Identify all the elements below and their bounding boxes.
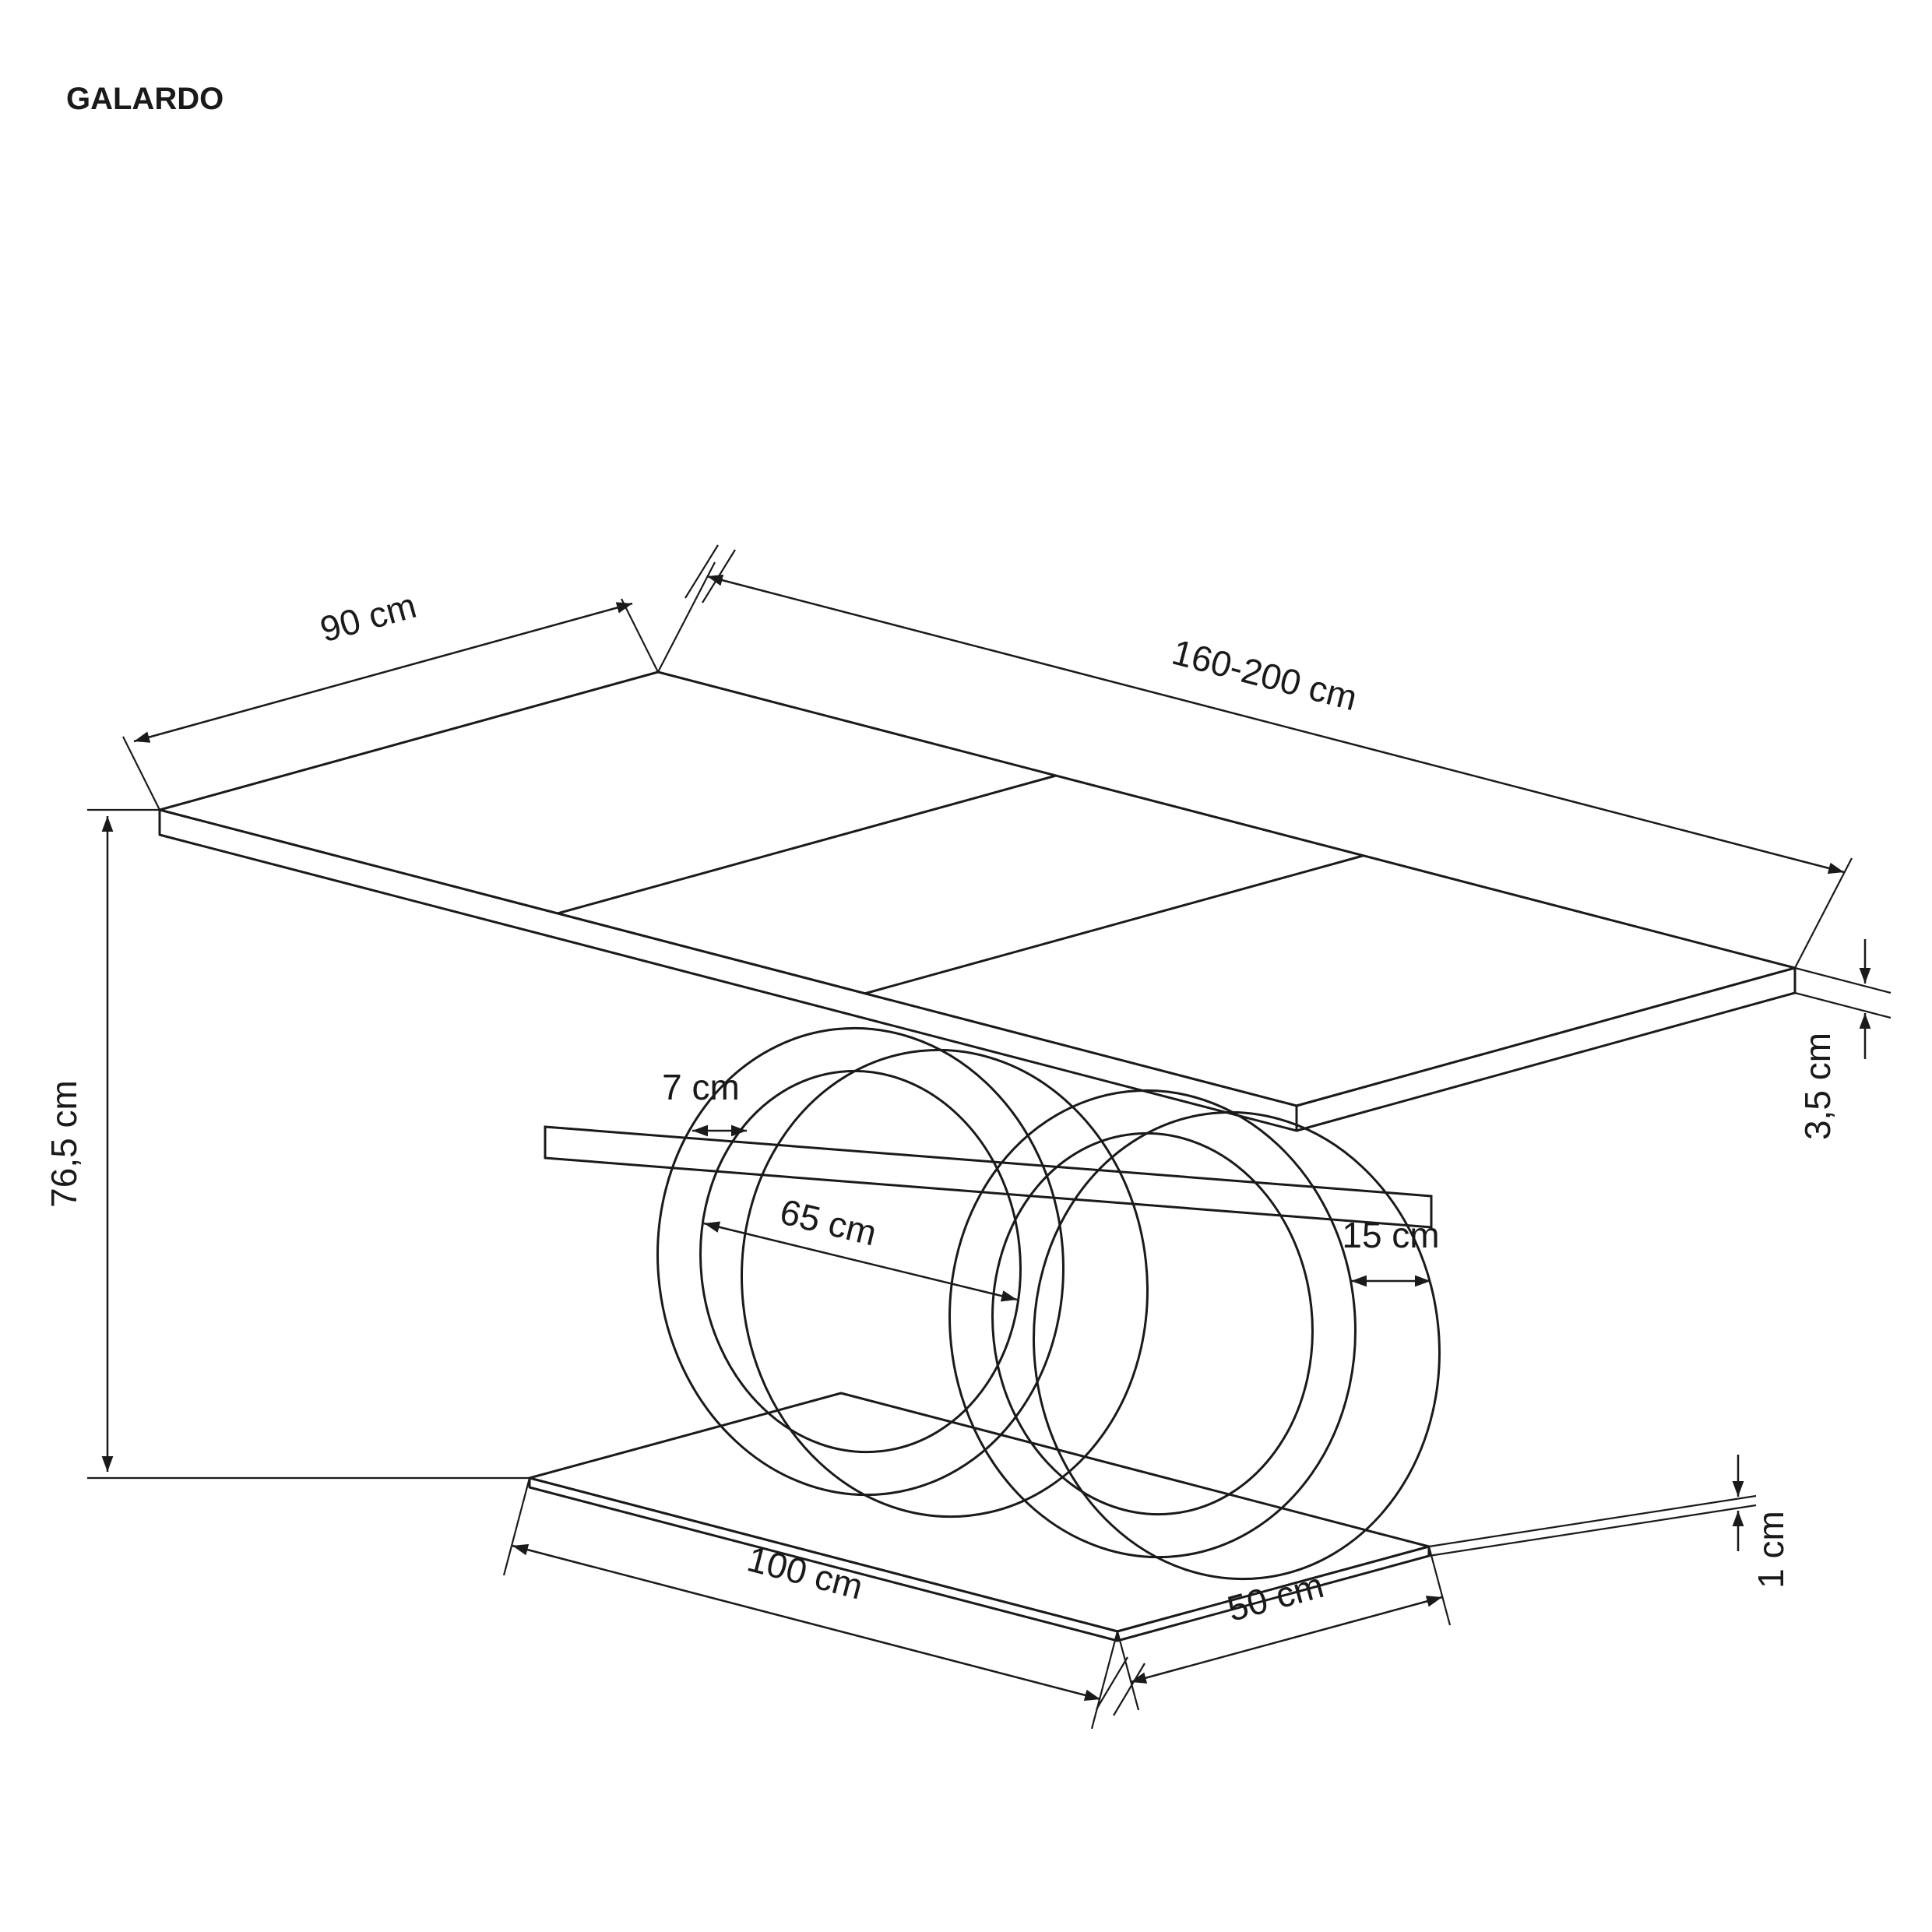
dim-top-length-witness-1 xyxy=(657,561,716,673)
dim-top-length-break-2 xyxy=(702,549,736,604)
dim-top-width-line xyxy=(133,602,633,743)
dim-top-width-witness-2 xyxy=(621,598,659,673)
tabletop-leaf-seam-2 xyxy=(864,854,1364,995)
product-title: GALARDO xyxy=(66,82,223,116)
dim-top-thickness-ext-2 xyxy=(1794,991,1892,1019)
dim-top-length-witness-2 xyxy=(1794,857,1853,969)
dim-base-depth-line xyxy=(1130,1596,1443,1684)
dim-base-break-2 xyxy=(1113,1663,1145,1716)
dim-top-thickness-label: 3,5 cm xyxy=(1797,1033,1838,1140)
pedestal-rings xyxy=(656,1026,1441,1581)
dim-top-thickness: 3,5 cm xyxy=(1794,939,1892,1140)
table-drawing xyxy=(158,670,1797,1642)
extension-frame-rail xyxy=(544,1125,1433,1229)
dim-base-length-witness-1 xyxy=(502,1477,531,1576)
dim-ring-depth: 15 cm xyxy=(1342,1215,1440,1287)
ring-left-front-outer xyxy=(656,1026,1065,1497)
dim-base-thickness-ext-1 xyxy=(1428,1494,1757,1548)
dim-base-thickness-ext-2 xyxy=(1428,1504,1757,1557)
dim-ring-band-label: 7 cm xyxy=(662,1067,740,1107)
dim-base-thickness-label: 1 cm xyxy=(1751,1511,1791,1589)
dim-base-break-1 xyxy=(1096,1656,1128,1710)
dim-top-width-witness-1 xyxy=(122,736,160,811)
dim-height-label: 76,5 cm xyxy=(44,1080,84,1208)
dim-base-length-witness-2 xyxy=(1090,1631,1119,1730)
ring-right-front-outer xyxy=(948,1089,1357,1559)
dim-ring-band: 7 cm xyxy=(662,1067,747,1137)
dim-ring-depth-label: 15 cm xyxy=(1342,1215,1439,1255)
ring-left-back-outer xyxy=(741,1048,1149,1519)
ring-right-back-outer xyxy=(1033,1110,1441,1581)
ring-right-front-inner xyxy=(991,1131,1314,1516)
dim-base-length-line xyxy=(512,1543,1101,1701)
dim-base-thickness: 1 cm xyxy=(1428,1455,1791,1589)
tabletop xyxy=(158,670,1797,1132)
dim-top-width-label: 90 cm xyxy=(315,585,421,650)
ring-left-front-inner xyxy=(699,1069,1022,1454)
dim-base-depth-witness-2 xyxy=(1427,1546,1452,1626)
dim-top-length-break-1 xyxy=(684,544,719,599)
dim-top-thickness-ext-1 xyxy=(1794,966,1892,994)
dim-height: 76,5 cm xyxy=(44,808,530,1480)
extension-frame xyxy=(544,1125,1433,1229)
dim-ring-inner-line xyxy=(703,1221,1018,1302)
dim-top-length-label: 160-200 cm xyxy=(1168,632,1361,719)
dim-base-depth-witness-1 xyxy=(1116,1631,1140,1711)
dimension-annotations: 90 cm 160-200 cm 76,5 cm xyxy=(44,544,1892,1730)
dim-top-length-line xyxy=(706,574,1845,875)
